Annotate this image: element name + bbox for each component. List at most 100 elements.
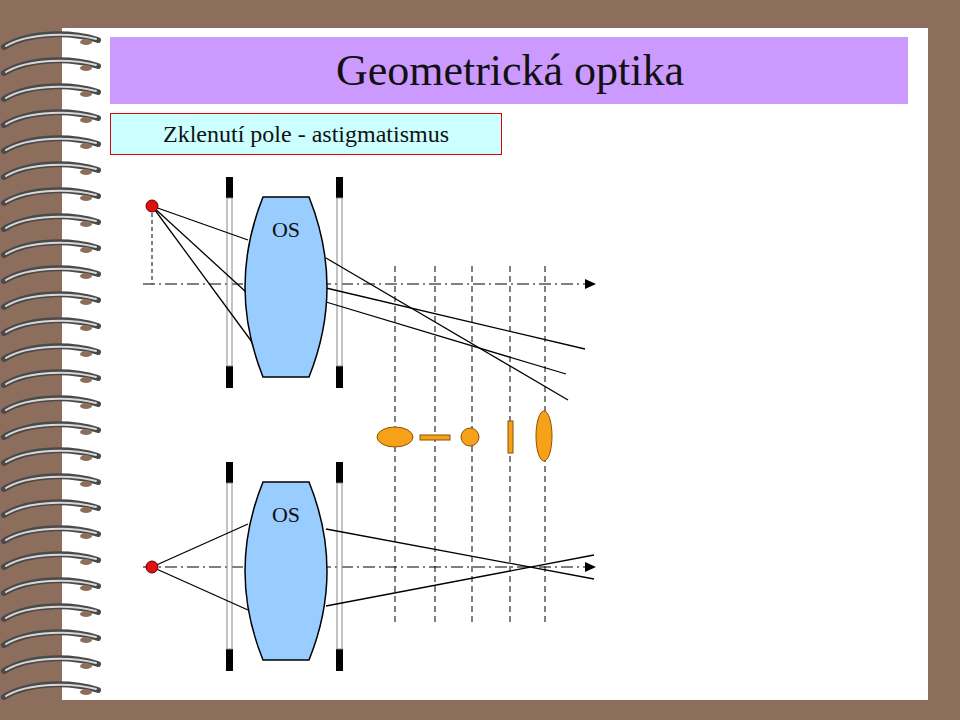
light-rays — [152, 524, 594, 610]
spiral-ring-highlight — [6, 529, 96, 540]
spiral-ring — [4, 398, 98, 411]
spiral-ring-highlight — [6, 165, 96, 176]
light-rays — [152, 206, 585, 400]
binding-hole — [80, 117, 92, 123]
binding-hole — [80, 481, 92, 487]
binding-hole — [80, 247, 92, 253]
spiral-ring — [4, 138, 98, 151]
binding-hole — [80, 325, 92, 331]
spiral-ring — [4, 450, 98, 463]
aperture-stop — [226, 177, 233, 198]
lens-shape — [245, 482, 327, 660]
image-spots — [377, 411, 552, 461]
spiral-ring-highlight — [6, 399, 96, 410]
spiral-ring-highlight — [6, 451, 96, 462]
binding-hole — [80, 429, 92, 435]
spiral-ring — [4, 684, 98, 697]
spiral-ring-highlight — [6, 425, 96, 436]
spiral-ring-highlight — [6, 503, 96, 514]
spiral-ring — [4, 164, 98, 177]
binding-hole — [80, 507, 92, 513]
subtitle-text: Zklenutí pole - astigmatismus — [163, 121, 449, 148]
lens-label: OS — [245, 502, 327, 528]
spiral-ring — [4, 554, 98, 567]
binding-hole — [80, 689, 92, 695]
spiral-ring-highlight — [6, 685, 96, 696]
subtitle-box: Zklenutí pole - astigmatismus — [110, 113, 502, 155]
spiral-ring-highlight — [6, 87, 96, 98]
optical-axis — [143, 567, 588, 568]
spiral-ring-highlight — [6, 477, 96, 488]
lens-element: OS — [245, 197, 327, 377]
lens-element: OS — [245, 482, 327, 660]
spiral-ring — [4, 190, 98, 203]
aperture-stop — [226, 366, 233, 388]
binding-hole — [80, 143, 92, 149]
axis-arrowhead — [585, 562, 596, 572]
axis-arrowhead — [585, 279, 596, 289]
aperture-stop — [336, 177, 343, 198]
glass-plate — [337, 198, 342, 366]
spiral-ring-highlight — [6, 191, 96, 202]
object-height-line — [152, 206, 153, 284]
binding-hole — [80, 65, 92, 71]
aperture-stop — [226, 649, 233, 671]
spiral-ring-highlight — [6, 35, 96, 46]
binding-hole — [80, 221, 92, 227]
spiral-ring — [4, 528, 98, 541]
binding-hole — [80, 533, 92, 539]
spiral-ring-highlight — [6, 243, 96, 254]
binding-hole — [80, 39, 92, 45]
spiral-ring — [4, 580, 98, 593]
spiral-ring-highlight — [6, 607, 96, 618]
binding-hole — [80, 273, 92, 279]
spiral-ring-highlight — [6, 113, 96, 124]
binding-hole — [80, 663, 92, 669]
notebook-page — [62, 28, 928, 700]
glass-plate — [227, 483, 232, 649]
object-point — [146, 200, 158, 212]
spiral-ring — [4, 112, 98, 125]
binding-hole — [80, 611, 92, 617]
binding-hole — [80, 455, 92, 461]
aperture-stop — [226, 462, 233, 483]
spiral-ring — [4, 216, 98, 229]
spiral-ring — [4, 268, 98, 281]
spiral-ring-highlight — [6, 633, 96, 644]
binding-hole — [80, 351, 92, 357]
spiral-ring-highlight — [6, 217, 96, 228]
spiral-ring-highlight — [6, 581, 96, 592]
spiral-ring — [4, 346, 98, 359]
spiral-ring — [4, 86, 98, 99]
binding-hole — [80, 169, 92, 175]
spiral-ring — [4, 476, 98, 489]
glass-plate — [337, 483, 342, 649]
aperture-stop — [336, 462, 343, 483]
binding-hole — [80, 299, 92, 305]
spiral-ring-highlight — [6, 61, 96, 72]
spiral-ring-highlight — [6, 555, 96, 566]
binding-hole — [80, 91, 92, 97]
spiral-ring-highlight — [6, 295, 96, 306]
off-axis-diagram — [143, 177, 596, 622]
spiral-ring — [4, 606, 98, 619]
spiral-ring — [4, 320, 98, 333]
spiral-ring-highlight — [6, 139, 96, 150]
spiral-ring — [4, 658, 98, 671]
spiral-ring-highlight — [6, 269, 96, 280]
spiral-ring-highlight — [6, 347, 96, 358]
aperture-stop — [336, 649, 343, 671]
spiral-ring — [4, 294, 98, 307]
spiral-ring — [4, 632, 98, 645]
aperture-stop — [336, 366, 343, 388]
binding-hole — [80, 559, 92, 565]
glass-plate — [227, 198, 232, 366]
spiral-ring — [4, 60, 98, 73]
binding-hole — [80, 195, 92, 201]
spiral-ring-highlight — [6, 659, 96, 670]
binding-hole — [80, 585, 92, 591]
spiral-ring — [4, 502, 98, 515]
binding-hole — [80, 403, 92, 409]
